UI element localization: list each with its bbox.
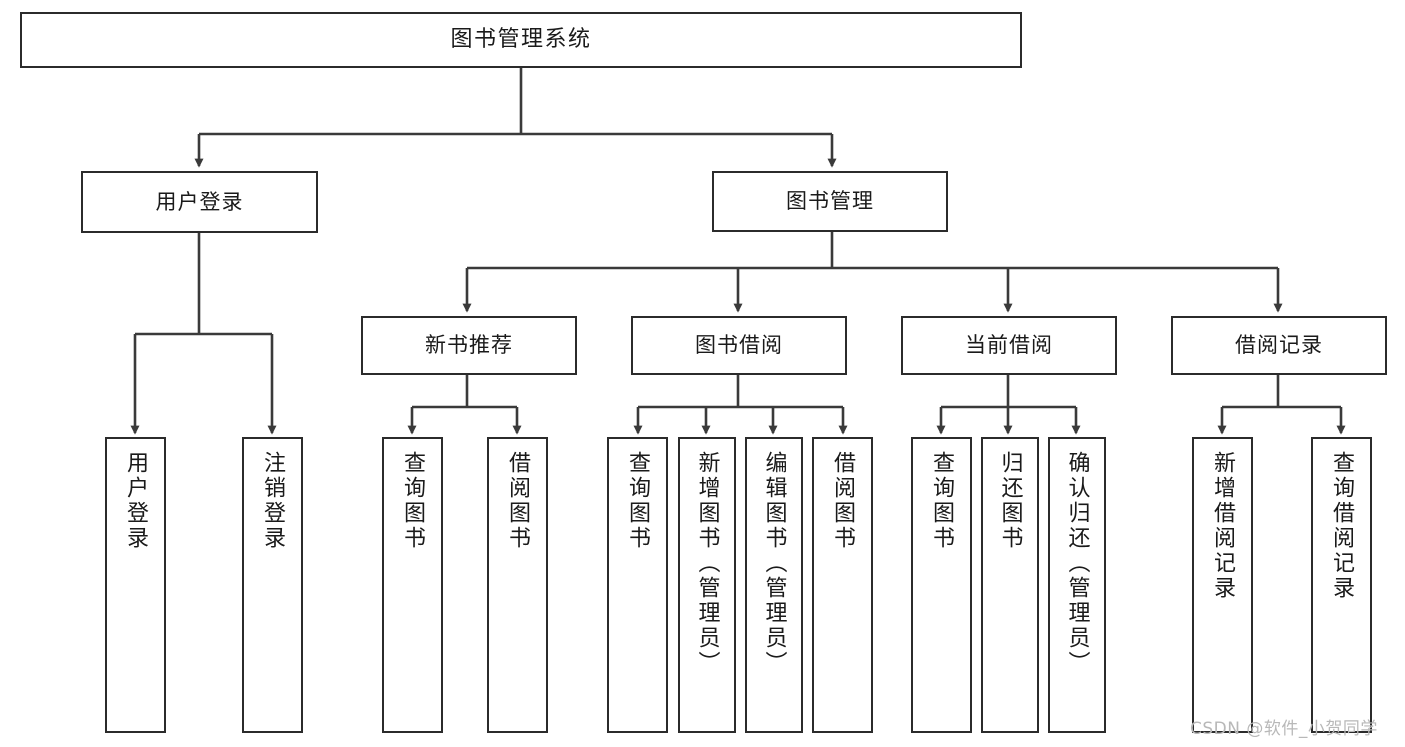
- node-user-login[interactable]: 用户登录: [81, 171, 318, 233]
- node-root-book-management-system[interactable]: 图书管理系统: [20, 12, 1022, 68]
- leaf-borrow-query-book[interactable]: 查询图书: [607, 437, 668, 733]
- leaf-borrow-add-book-admin-label: 新增图书（管理员）: [694, 451, 720, 676]
- leaf-user-login-logout-label: 注销登录: [260, 451, 286, 551]
- leaf-borrow-borrow-book-label: 借阅图书: [830, 451, 856, 551]
- leaf-user-login-login-label: 用户登录: [123, 451, 149, 551]
- leaf-current-confirm-return-admin[interactable]: 确认归还（管理员）: [1048, 437, 1106, 733]
- node-book-borrow[interactable]: 图书借阅: [631, 316, 847, 375]
- node-book-management-label: 图书管理: [786, 189, 874, 214]
- leaf-borrow-edit-book-admin[interactable]: 编辑图书（管理员）: [745, 437, 803, 733]
- node-book-management[interactable]: 图书管理: [712, 171, 948, 232]
- leaf-current-query-book[interactable]: 查询图书: [911, 437, 972, 733]
- csdn-watermark: CSDN @软件_小贺同学: [1190, 719, 1378, 739]
- node-current-borrow-label: 当前借阅: [965, 333, 1053, 358]
- leaf-borrow-edit-book-admin-label: 编辑图书（管理员）: [761, 451, 787, 676]
- node-root-label: 图书管理系统: [450, 27, 592, 53]
- leaf-new-book-query-book-label: 查询图书: [400, 451, 426, 551]
- leaf-borrow-add-book-admin[interactable]: 新增图书（管理员）: [678, 437, 736, 733]
- leaf-new-book-borrow-book[interactable]: 借阅图书: [487, 437, 548, 733]
- node-new-book-recommend-label: 新书推荐: [425, 333, 513, 358]
- node-user-login-label: 用户登录: [155, 189, 244, 214]
- node-current-borrow[interactable]: 当前借阅: [901, 316, 1117, 375]
- node-borrow-record[interactable]: 借阅记录: [1171, 316, 1387, 375]
- leaf-borrow-borrow-book[interactable]: 借阅图书: [812, 437, 873, 733]
- leaf-new-book-borrow-book-label: 借阅图书: [505, 451, 531, 551]
- leaf-new-book-query-book[interactable]: 查询图书: [382, 437, 443, 733]
- leaf-current-return-book-label: 归还图书: [997, 451, 1023, 551]
- leaf-record-add-borrow-record-label: 新增借阅记录: [1210, 451, 1236, 601]
- leaf-record-add-borrow-record[interactable]: 新增借阅记录: [1192, 437, 1253, 733]
- node-borrow-record-label: 借阅记录: [1235, 333, 1323, 358]
- leaf-current-query-book-label: 查询图书: [929, 451, 955, 551]
- leaf-user-login-login[interactable]: 用户登录: [105, 437, 166, 733]
- leaf-borrow-query-book-label: 查询图书: [625, 451, 651, 551]
- node-new-book-recommend[interactable]: 新书推荐: [361, 316, 577, 375]
- leaf-current-confirm-return-admin-label: 确认归还（管理员）: [1064, 451, 1090, 676]
- node-book-borrow-label: 图书借阅: [695, 333, 783, 358]
- leaf-user-login-logout[interactable]: 注销登录: [242, 437, 303, 733]
- leaf-current-return-book[interactable]: 归还图书: [981, 437, 1039, 733]
- leaf-record-query-borrow-record[interactable]: 查询借阅记录: [1311, 437, 1372, 733]
- leaf-record-query-borrow-record-label: 查询借阅记录: [1329, 451, 1355, 601]
